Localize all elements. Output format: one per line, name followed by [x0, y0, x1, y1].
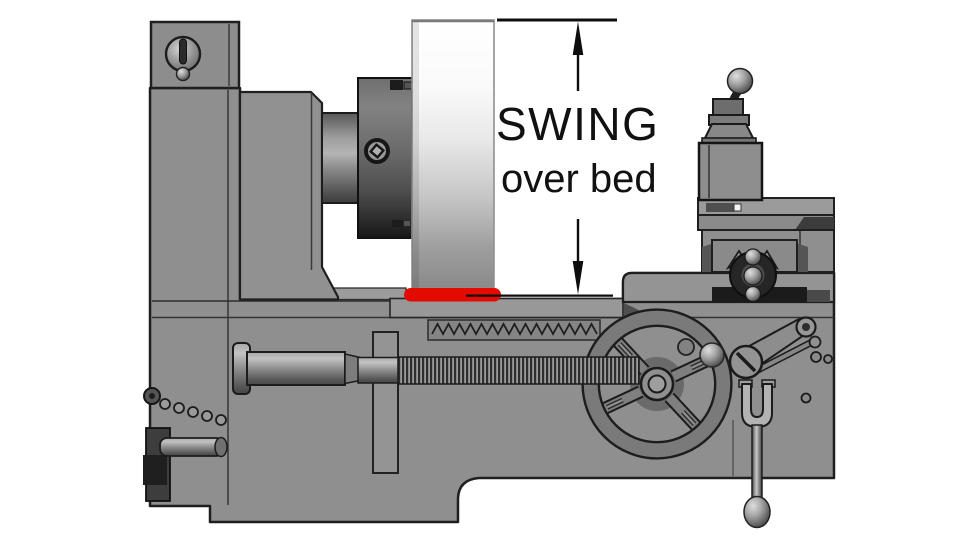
bed-way-band [389, 297, 624, 319]
chuck-key-square [368, 142, 386, 160]
clutch-lever-rod [743, 424, 771, 529]
saddle-recess-right [807, 290, 830, 302]
slide-flank-right [796, 243, 808, 272]
oil-cap-lever [179, 38, 187, 65]
apron-holes [732, 351, 833, 476]
spindle [321, 112, 363, 204]
chuck [357, 77, 413, 239]
screw-slot [735, 351, 757, 373]
gib-screw-window [733, 203, 742, 212]
dimension-arrow-up [572, 21, 584, 91]
wheel-hub-bore [647, 374, 667, 394]
leadscrew-neck [357, 356, 401, 384]
chuck-jaw-bottom2 [404, 221, 410, 226]
clevis-joint [738, 379, 776, 428]
crossfeed-handwheel [729, 248, 777, 303]
chuck-jaw-top2 [403, 81, 413, 90]
tool-post-lever-ball [726, 67, 754, 95]
red-highlight-line [404, 288, 501, 302]
handle-ball [744, 248, 762, 266]
over-bed-label: over bed [501, 157, 657, 201]
swing-label: SWING [496, 98, 660, 150]
handle-ball [744, 285, 762, 303]
handwheel-spokes [599, 335, 715, 433]
headstock-front-panel [238, 90, 340, 301]
lathe-bed [148, 86, 836, 524]
rod-ball-handle [743, 495, 771, 529]
leadscrew-threads [397, 356, 640, 385]
leadscrew [232, 342, 401, 395]
leadscrew-shaft [246, 351, 346, 386]
headstock [143, 20, 340, 502]
disc-left-shade [412, 20, 419, 288]
link-joint [808, 335, 822, 349]
bell-crank-lever [728, 316, 822, 380]
crank-eye-hole [802, 323, 810, 331]
rack-teeth [431, 322, 598, 336]
swing-dimension [404, 18, 617, 302]
handwheel-knob [699, 342, 725, 368]
chuck-jaw-bottom [392, 220, 403, 227]
chuck-jaw-top [390, 80, 403, 90]
oil-cap-ball [175, 66, 191, 82]
top-plate-inset [706, 203, 734, 212]
feed-selector-lever [143, 427, 228, 502]
compound-dark-wedge [795, 217, 834, 230]
rack-recess [427, 319, 601, 341]
handle-ball [743, 266, 763, 286]
dimension-arrow-down [572, 219, 584, 295]
rod [751, 424, 763, 502]
apron-handwheel [581, 308, 733, 460]
apron-hole [677, 338, 695, 356]
drill-hole-row [159, 398, 227, 426]
leadscrew-bracket [372, 331, 399, 474]
tool-post [697, 67, 764, 202]
pivot-boss-hole [149, 393, 155, 399]
workpiece-disc [411, 19, 495, 289]
